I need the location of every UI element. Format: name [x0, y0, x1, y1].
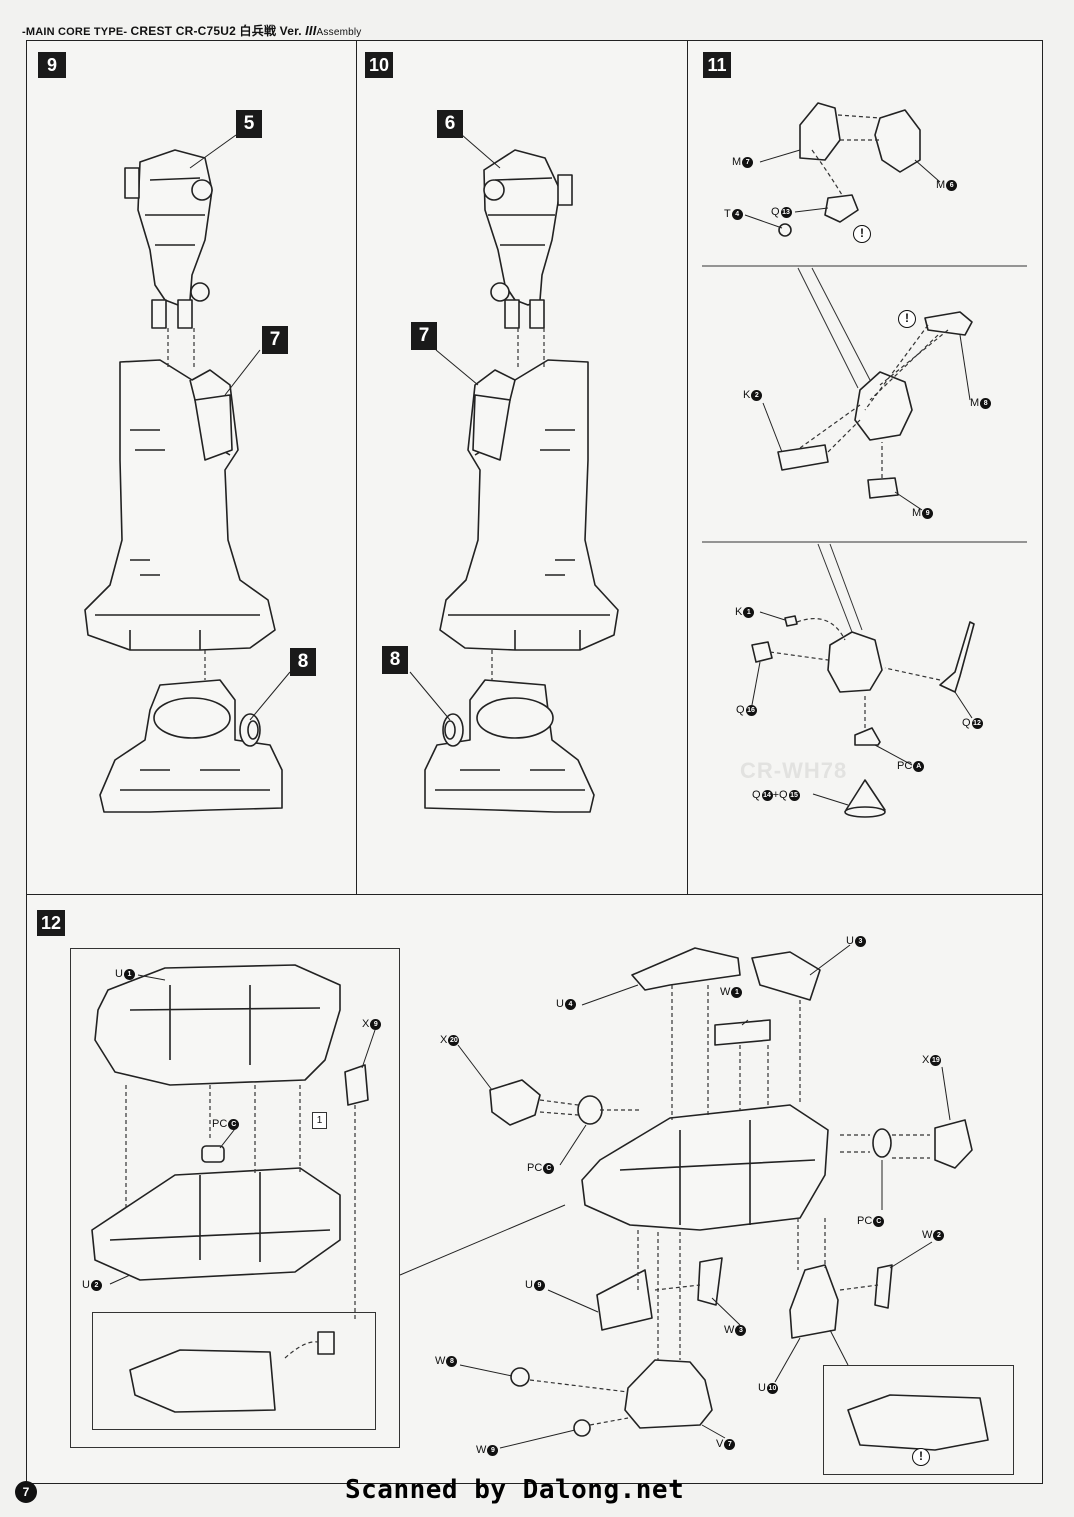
step-10-badge: 10 [365, 52, 393, 78]
step10-upper-leg-illustration [483, 149, 573, 329]
warning-icon: ! [853, 225, 871, 243]
step12-main-core-illustration [489, 947, 989, 1451]
step10-callout-part-7: 7 [411, 322, 437, 350]
step10-callout-part-6: 6 [437, 110, 463, 138]
step12-inset-box [70, 948, 400, 1448]
step9-callout-part-7: 7 [262, 326, 288, 354]
scanner-credit: Scanned by Dalong.net [345, 1475, 685, 1505]
header-prefix: -MAIN CORE TYPE- [22, 26, 128, 38]
warning-icon: ! [898, 310, 916, 328]
page-header: -MAIN CORE TYPE- CREST CR-C75U2 白兵戦 Ver.… [22, 22, 362, 39]
step9-foot-illustration [99, 679, 283, 813]
step10-lower-leg-illustration [439, 359, 619, 651]
warning-icon: ! [912, 1448, 930, 1466]
header-assembly: Assembly [316, 27, 362, 38]
step11-head-parts-illustration [751, 102, 975, 818]
header-model: CREST CR-C75U2 白兵戦 Ver. [130, 24, 302, 38]
step9-lower-leg-illustration [84, 359, 276, 651]
step9-callout-part-5: 5 [236, 110, 262, 138]
header-version-marks: III [305, 23, 317, 38]
page-number: 7 [15, 1481, 37, 1503]
step-9-badge: 9 [38, 52, 66, 78]
step-11-panel [687, 40, 1043, 895]
step-12-badge: 12 [37, 910, 65, 936]
step12-detail-box [823, 1365, 1014, 1475]
step9-callout-part-8: 8 [290, 648, 316, 676]
step11-watermark-text: CR-WH78 [740, 758, 848, 783]
step12-inset-core-illustration [91, 964, 369, 1413]
step-11-badge: 11 [703, 52, 731, 78]
step9-upper-leg-illustration [124, 149, 213, 329]
sub-step-marker: 1 [312, 1112, 327, 1129]
step12-inset-sub-box [92, 1312, 376, 1430]
step10-foot-illustration [424, 679, 595, 813]
step10-callout-part-8: 8 [382, 646, 408, 674]
